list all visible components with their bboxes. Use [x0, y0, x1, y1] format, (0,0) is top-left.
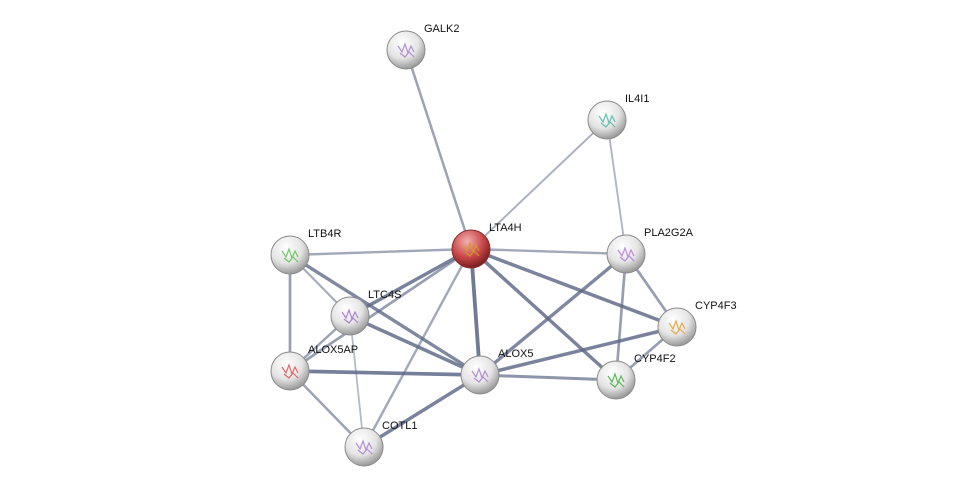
protein-structure-icon: [281, 247, 299, 263]
node-label: ALOX5: [498, 348, 533, 360]
node-sphere[interactable]: [270, 351, 310, 391]
node-cyp4f3[interactable]: CYP4F3: [657, 300, 737, 347]
node-sphere[interactable]: [460, 355, 500, 395]
protein-structure-icon: [355, 439, 373, 455]
node-alox5ap[interactable]: ALOX5AP: [270, 344, 358, 391]
node-sphere[interactable]: [451, 229, 491, 269]
protein-structure-icon: [617, 246, 635, 262]
protein-structure-icon: [471, 367, 489, 383]
node-sphere[interactable]: [386, 30, 426, 70]
node-sphere[interactable]: [606, 234, 646, 274]
node-label: ALOX5AP: [308, 344, 358, 356]
node-label: LTC4S: [368, 289, 401, 301]
node-sphere[interactable]: [657, 307, 697, 347]
protein-structure-icon: [462, 241, 480, 257]
node-label: IL4I1: [625, 93, 649, 105]
edge-lta4h-alox5[interactable]: [469, 248, 482, 376]
protein-structure-icon: [668, 319, 686, 335]
node-ltb4r[interactable]: LTB4R: [270, 228, 341, 275]
edge-alox5-cyp4f2[interactable]: [479, 373, 617, 382]
node-label: GALK2: [424, 23, 459, 35]
protein-structure-icon: [281, 363, 299, 379]
edge-alox5-cyp4f3[interactable]: [479, 325, 678, 377]
protein-structure-icon: [598, 112, 616, 128]
node-label: PLA2G2A: [644, 227, 694, 239]
node-sphere[interactable]: [270, 235, 310, 275]
node-label: CYP4F2: [634, 353, 676, 365]
protein-structure-icon: [397, 42, 415, 58]
node-label: LTB4R: [308, 228, 341, 240]
node-sphere[interactable]: [587, 100, 627, 140]
edge-alox5ap-alox5[interactable]: [289, 369, 481, 377]
edge-lta4h-ltb4r[interactable]: [289, 247, 472, 257]
node-lta4h[interactable]: LTA4H: [451, 222, 522, 269]
node-galk2[interactable]: GALK2: [386, 23, 459, 70]
node-alox5[interactable]: ALOX5: [460, 348, 533, 395]
edge-lta4h-cyp4f2[interactable]: [469, 247, 618, 382]
edge-il4i1-lta4h[interactable]: [470, 119, 608, 250]
edge-ltc4s-alox5[interactable]: [349, 314, 481, 377]
node-sphere[interactable]: [596, 360, 636, 400]
node-ltc4s[interactable]: LTC4S: [330, 289, 401, 336]
edge-il4i1-pla2g2a[interactable]: [606, 119, 627, 255]
edge-ltb4r-alox5[interactable]: [289, 253, 481, 377]
node-sphere[interactable]: [330, 296, 370, 336]
node-label: COTL1: [382, 420, 417, 432]
node-sphere[interactable]: [344, 427, 384, 467]
node-pla2g2a[interactable]: PLA2G2A: [606, 227, 694, 274]
node-label: LTA4H: [489, 222, 522, 234]
edge-pla2g2a-cyp4f2[interactable]: [614, 253, 628, 381]
node-label: CYP4F3: [695, 300, 737, 312]
protein-structure-icon: [341, 308, 359, 324]
edge-lta4h-cyp4f3[interactable]: [470, 247, 678, 329]
protein-structure-icon: [607, 372, 625, 388]
node-cotl1[interactable]: COTL1: [344, 420, 417, 467]
node-il4i1[interactable]: IL4I1: [587, 93, 649, 140]
edge-galk2-lta4h[interactable]: [404, 49, 473, 250]
node-cyp4f2[interactable]: CYP4F2: [596, 353, 676, 400]
edge-lta4h-alox5ap[interactable]: [289, 247, 472, 373]
edge-ltc4s-cotl1[interactable]: [349, 315, 365, 448]
edge-lta4h-pla2g2a[interactable]: [470, 247, 627, 256]
edge-alox5-cotl1[interactable]: [363, 373, 481, 449]
edge-alox5-pla2g2a[interactable]: [478, 252, 628, 377]
